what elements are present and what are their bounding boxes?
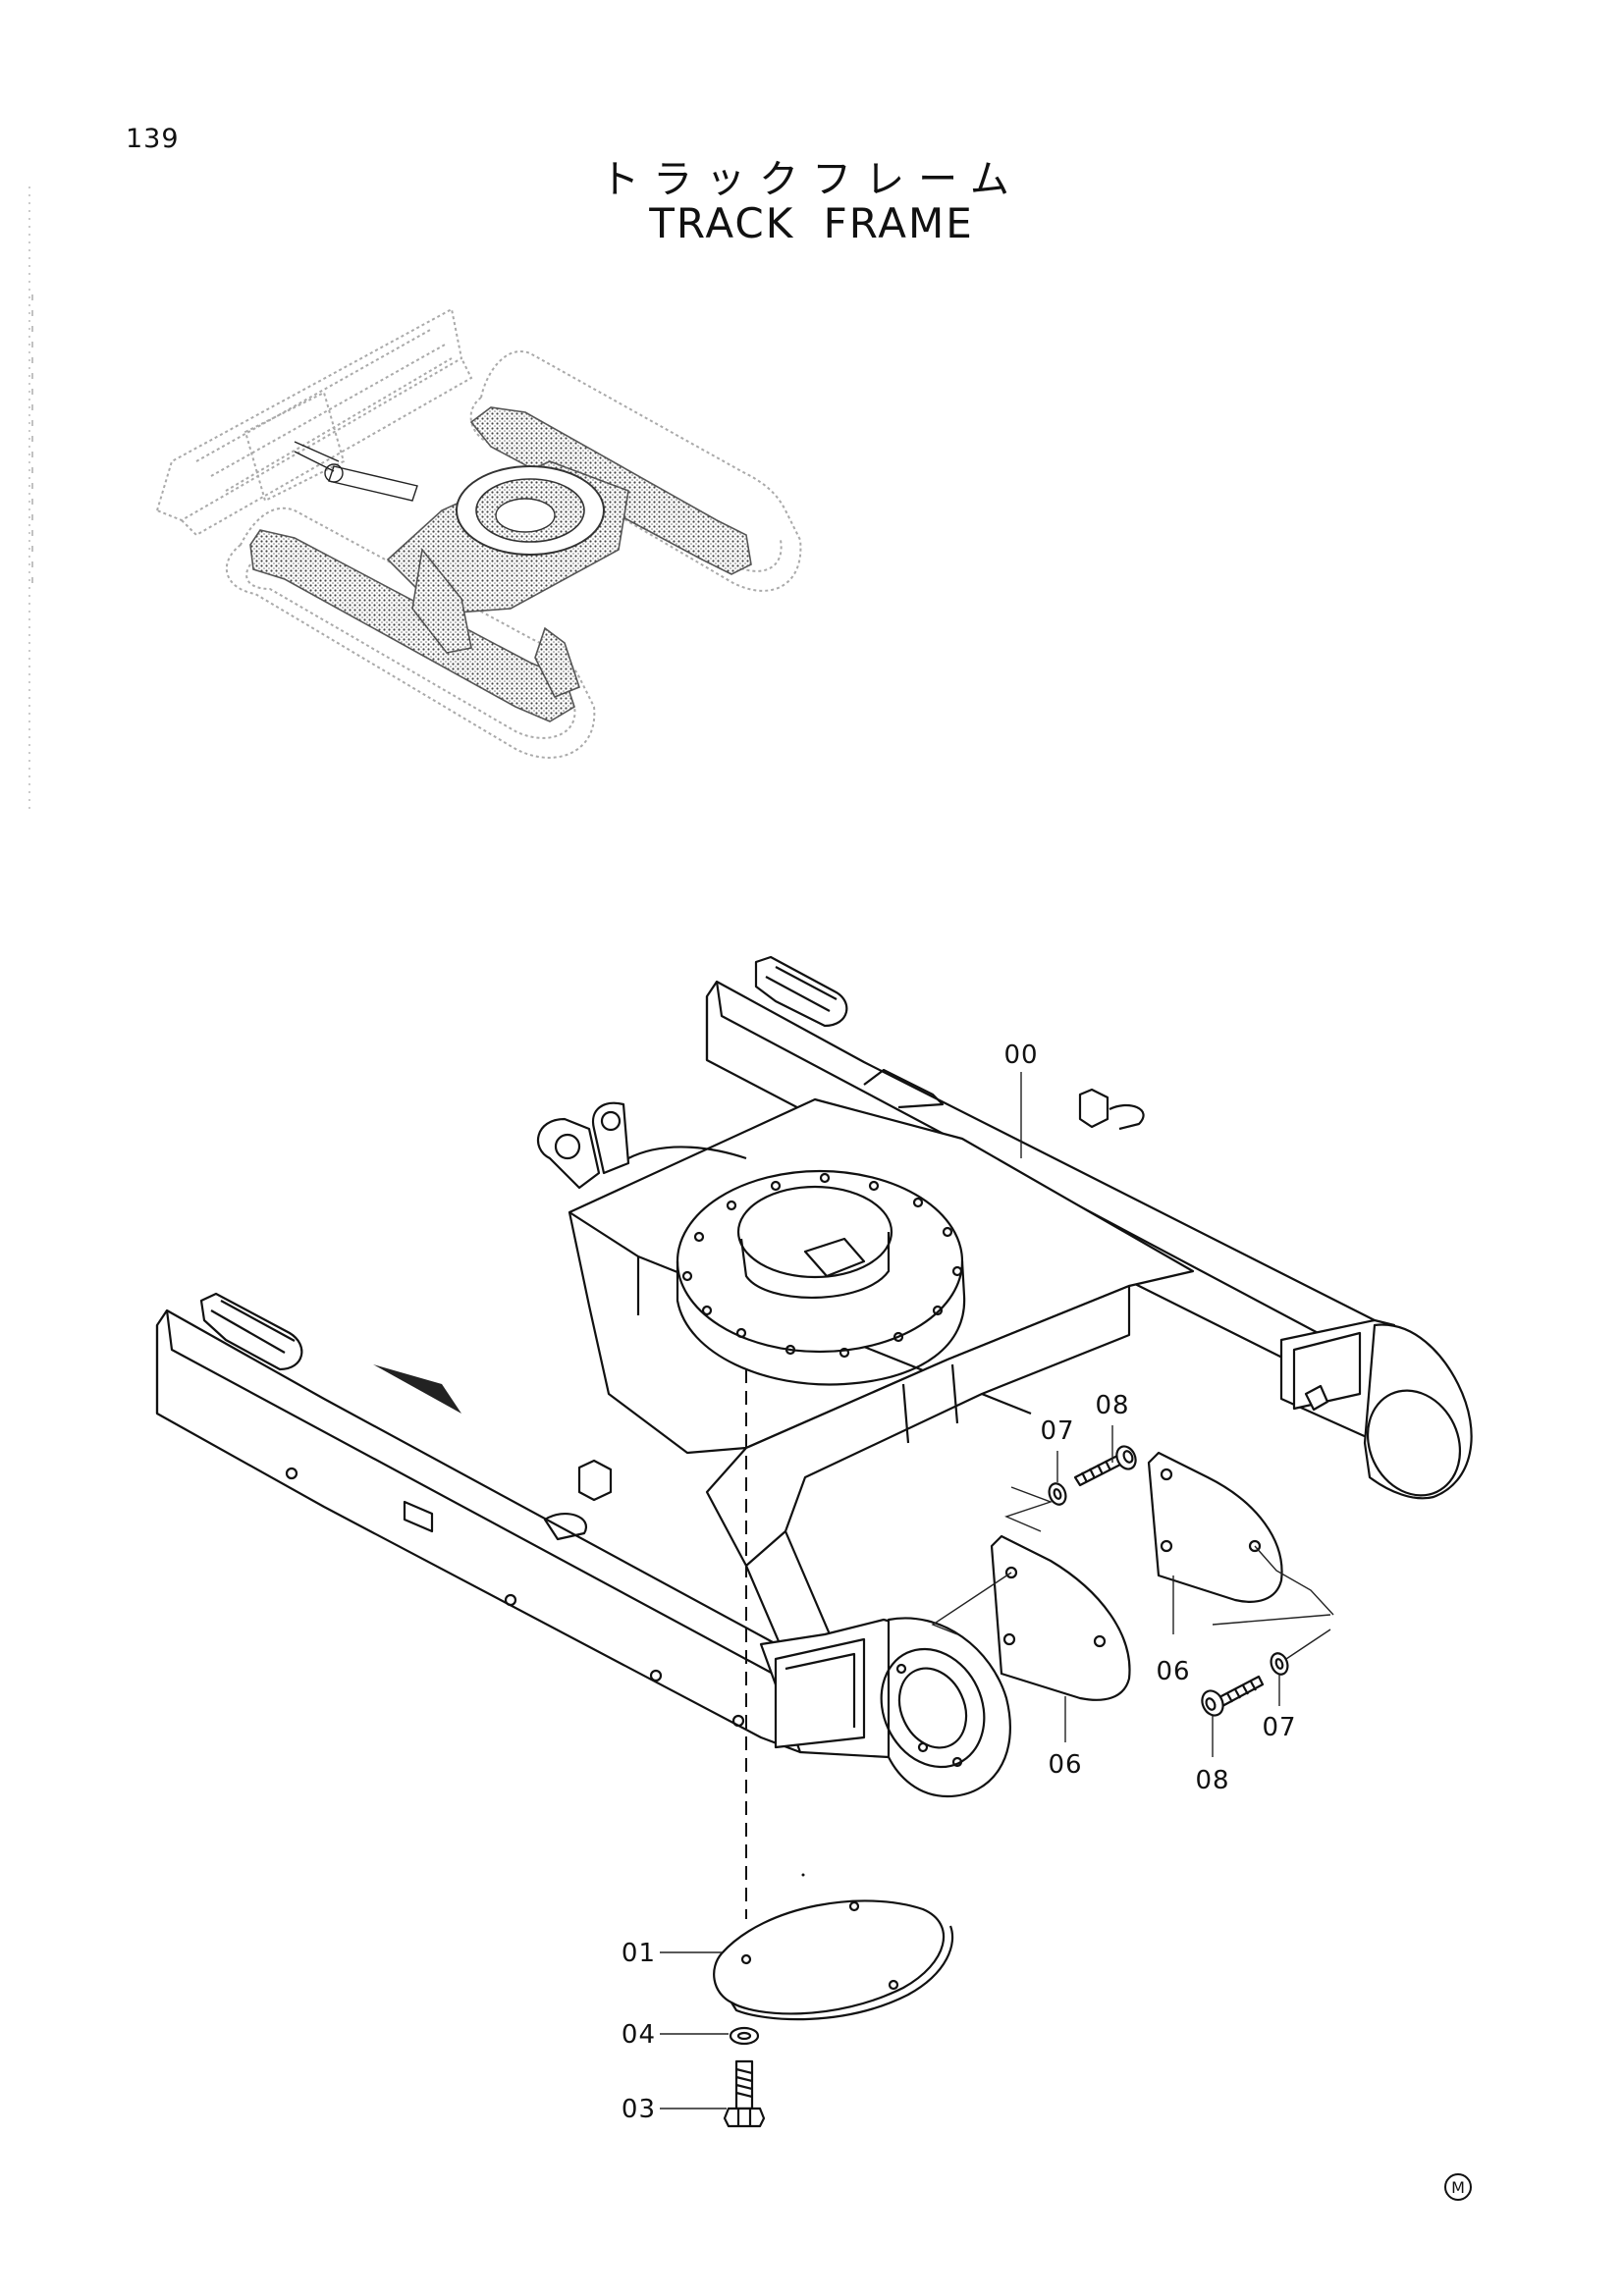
front-side-frame (155, 1292, 1011, 1798)
mark-letter: M (1451, 2178, 1465, 2197)
part-07-washer-upper (1048, 1482, 1067, 1506)
callout-03: 03 (622, 2095, 656, 2124)
callout-08-lower: 08 (1195, 1766, 1229, 1795)
part-04-washer (729, 2026, 760, 2046)
blade-cylinder (294, 441, 418, 502)
overview-machine-illustration (155, 307, 802, 759)
ghost-blade (155, 307, 473, 537)
exploded-parts (713, 1445, 1334, 2128)
part-08-bolt-lower (1201, 1675, 1265, 1717)
title-english: TRACK FRAME (649, 199, 974, 247)
callout-07-upper: 07 (1040, 1416, 1074, 1446)
part-03-bolt (723, 2059, 766, 2128)
track-frame-main-drawing (155, 955, 1473, 1919)
callouts: 00 01 04 03 06 06 07 07 08 08 (622, 1041, 1296, 2124)
part-08-bolt-upper (1073, 1445, 1137, 1487)
part-06-rear-cover (1147, 1451, 1334, 1616)
title-japanese: トラックフレーム (600, 157, 1023, 202)
callout-04: 04 (622, 2020, 656, 2050)
callout-06-front: 06 (1048, 1750, 1082, 1780)
callout-01: 01 (622, 1939, 656, 1968)
center-body (536, 1097, 1195, 1704)
part-07-washer-lower (1212, 1614, 1331, 1676)
part-01-drain-cover (713, 1873, 954, 2021)
shaded-track-frame (249, 406, 752, 722)
page-number: 139 (126, 124, 180, 154)
callout-08-upper: 08 (1095, 1391, 1129, 1420)
circled-m-mark: M (1444, 2173, 1472, 2201)
callout-00: 00 (1003, 1041, 1038, 1070)
part-06-front-cover (931, 1486, 1131, 1701)
bearing-bolt-holes (681, 1172, 963, 1359)
callout-07-lower: 07 (1262, 1713, 1296, 1742)
margin-marks (28, 187, 33, 815)
callout-06-rear: 06 (1156, 1657, 1190, 1686)
